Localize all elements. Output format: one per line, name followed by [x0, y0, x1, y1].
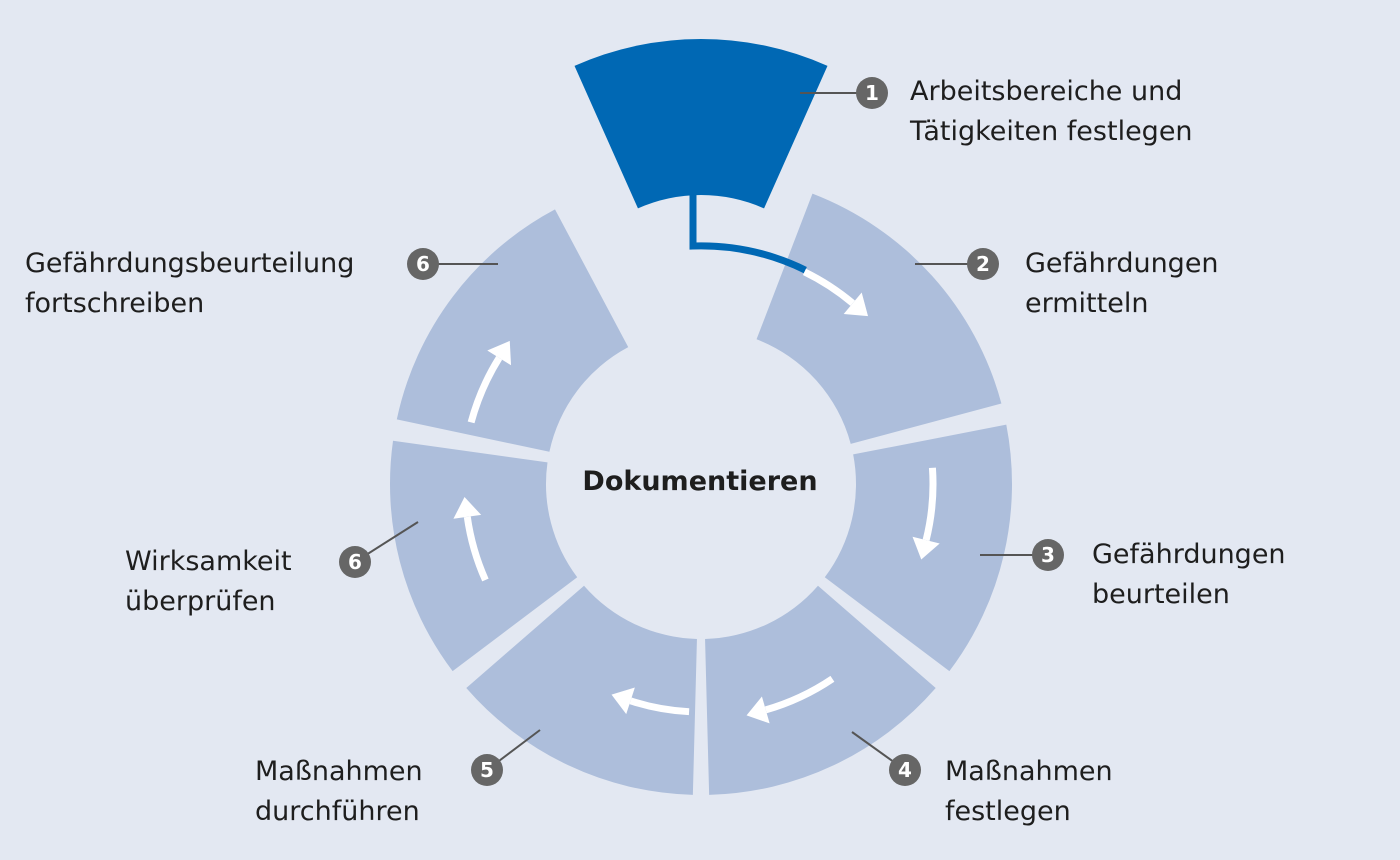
arrowhead-step-2-to-3-icon	[912, 536, 940, 560]
step-number: 6	[348, 550, 362, 574]
step-1-line-1: Arbeitsbereiche und	[910, 76, 1183, 107]
segment-step-5	[466, 585, 697, 795]
step-6a-line-1: Wirksamkeit	[125, 546, 292, 577]
step-6a-label: Wirksamkeit überprüfen	[125, 542, 292, 622]
step-number-badge	[471, 754, 503, 786]
arrow-step-5-to-6a-shaft	[463, 516, 489, 582]
segment-step-1	[574, 38, 828, 209]
step-number-badge	[1032, 539, 1064, 571]
arrow-step-1-to-2-shaft	[802, 268, 855, 306]
step-3-line-2: beurteilen	[1092, 579, 1230, 610]
step-number: 5	[480, 758, 494, 782]
step-3-line-1: Gefährdungen	[1092, 539, 1286, 570]
arrow-step-6a-to-6b-shaft	[467, 356, 503, 424]
segment-step-6b	[396, 209, 629, 452]
arrowhead-step-4-to-5-icon	[611, 687, 635, 715]
step-5-label: Maßnahmen durchführen	[255, 752, 423, 832]
step-4-line-1: Maßnahmen	[945, 756, 1113, 787]
step-1-line-2: Tätigkeiten festlegen	[910, 116, 1193, 147]
step-2-line-1: Gefährdungen	[1025, 248, 1219, 279]
step-4-line-2: festlegen	[945, 796, 1071, 827]
step-2-label: Gefährdungen ermitteln	[1025, 244, 1219, 324]
step-number: 4	[898, 758, 912, 782]
step-number: 1	[865, 81, 879, 105]
arrow-step-3-to-4-shaft	[764, 675, 835, 714]
step-5-line-2: durchführen	[255, 796, 420, 827]
step-6b-line-1: Gefährdungsbeurteilung	[25, 248, 355, 279]
step-number: 3	[1041, 543, 1055, 567]
step-number-badge	[967, 248, 999, 280]
segment-step-2	[756, 193, 1002, 444]
arrowhead-step-5-to-6a-icon	[453, 497, 482, 519]
step-5-line-1: Maßnahmen	[255, 756, 423, 787]
step-3-label: Gefährdungen beurteilen	[1092, 535, 1286, 615]
connector-line	[689, 190, 807, 274]
step-number: 6	[416, 252, 430, 276]
step-number: 2	[976, 252, 990, 276]
step-1-label: Arbeitsbereiche und Tätigkeiten festlege…	[910, 72, 1193, 152]
step-number-badge	[889, 754, 921, 786]
arrow-step-2-to-3-shaft	[922, 467, 937, 541]
step-6b-label: Gefährdungsbeurteilung fortschreiben	[25, 244, 354, 324]
center-label: Dokumentieren	[582, 466, 818, 497]
step-6b-line-2: fortschreiben	[25, 288, 205, 319]
step-6a-line-2: überprüfen	[125, 586, 276, 617]
step-number-badge	[856, 77, 888, 109]
step-2-line-2: ermitteln	[1025, 288, 1149, 319]
arrowhead-step-1-to-2-icon	[843, 292, 869, 317]
step-4-label: Maßnahmen festlegen	[945, 752, 1113, 832]
arrowhead-step-6a-to-6b-icon	[487, 340, 512, 366]
arrowhead-step-3-to-4-icon	[746, 696, 770, 724]
step-number-badge	[339, 546, 371, 578]
step-number-badge	[407, 248, 439, 280]
arrow-step-4-to-5-shaft	[629, 697, 690, 716]
segment-step-6a	[390, 440, 578, 672]
